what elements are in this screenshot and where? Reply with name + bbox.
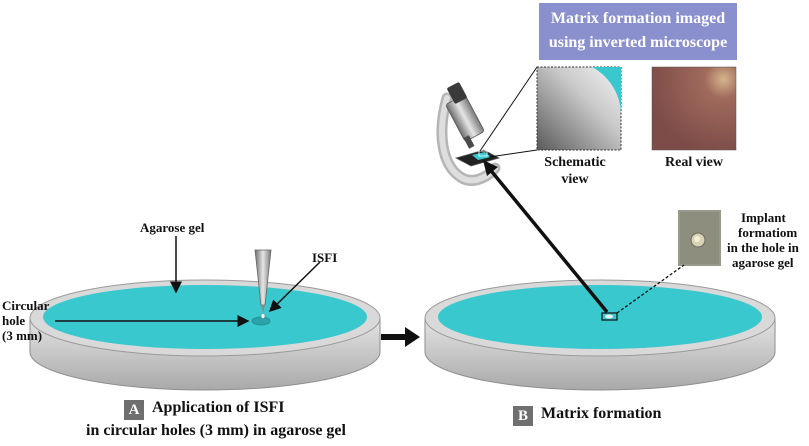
schematic-view-image <box>536 66 622 151</box>
implant-line-3: in the hole in <box>727 240 799 255</box>
banner-line-2: using inverted microscope <box>548 34 728 51</box>
caption-b-line-1: Matrix formation <box>541 405 662 422</box>
real-view-label: Real view <box>665 155 723 170</box>
schematic-view-line-2: view <box>561 172 589 187</box>
circular-hole <box>251 316 271 326</box>
circular-hole-line-3: (3 mm) <box>2 328 43 343</box>
petri-dish-a <box>29 279 381 391</box>
circular-hole-line-2: hole <box>2 313 26 328</box>
implant-line-1: Implant <box>741 210 786 225</box>
agarose-gel-b <box>438 285 762 349</box>
caption-b: B Matrix formation <box>513 404 661 426</box>
schematic-view-line-1: Schematic <box>544 155 606 170</box>
agarose-gel-label: Agarose gel <box>140 220 205 235</box>
caption-a: A Application of ISFI <box>124 398 284 420</box>
real-view-image <box>651 66 737 151</box>
imaging-arrow <box>486 165 609 314</box>
process-arrow <box>381 327 420 347</box>
implant-label: Implant formatiom in the hole in agarose… <box>727 210 809 270</box>
circular-hole-line-1: Circular <box>2 298 50 313</box>
caption-a-line-2: in circular holes (3 mm) in agarose gel <box>86 422 346 439</box>
microscope-banner: Matrix formation imaged using inverted m… <box>539 3 737 60</box>
implant-line-4: agarose gel <box>732 255 794 270</box>
caption-b-tag: B <box>513 406 533 426</box>
schematic-view-label: Schematic view <box>530 154 620 188</box>
circular-hole-label: Circular hole (3 mm) <box>2 298 49 343</box>
isfi-label: ISFI <box>312 250 338 265</box>
agarose-gel-a <box>43 285 367 349</box>
syringe-needle <box>254 249 272 319</box>
caption-a-line-1: Application of ISFI <box>152 399 285 416</box>
petri-dish-b <box>424 279 776 391</box>
implant-inset-image <box>678 210 721 266</box>
isfi-arrow <box>268 261 321 313</box>
implant-line-2: formatiom <box>738 225 798 240</box>
caption-a-tag: A <box>124 400 144 420</box>
implant-callout-line <box>616 264 685 314</box>
implant-site-box <box>601 312 618 321</box>
banner-line-1: Matrix formation imaged <box>550 10 726 27</box>
